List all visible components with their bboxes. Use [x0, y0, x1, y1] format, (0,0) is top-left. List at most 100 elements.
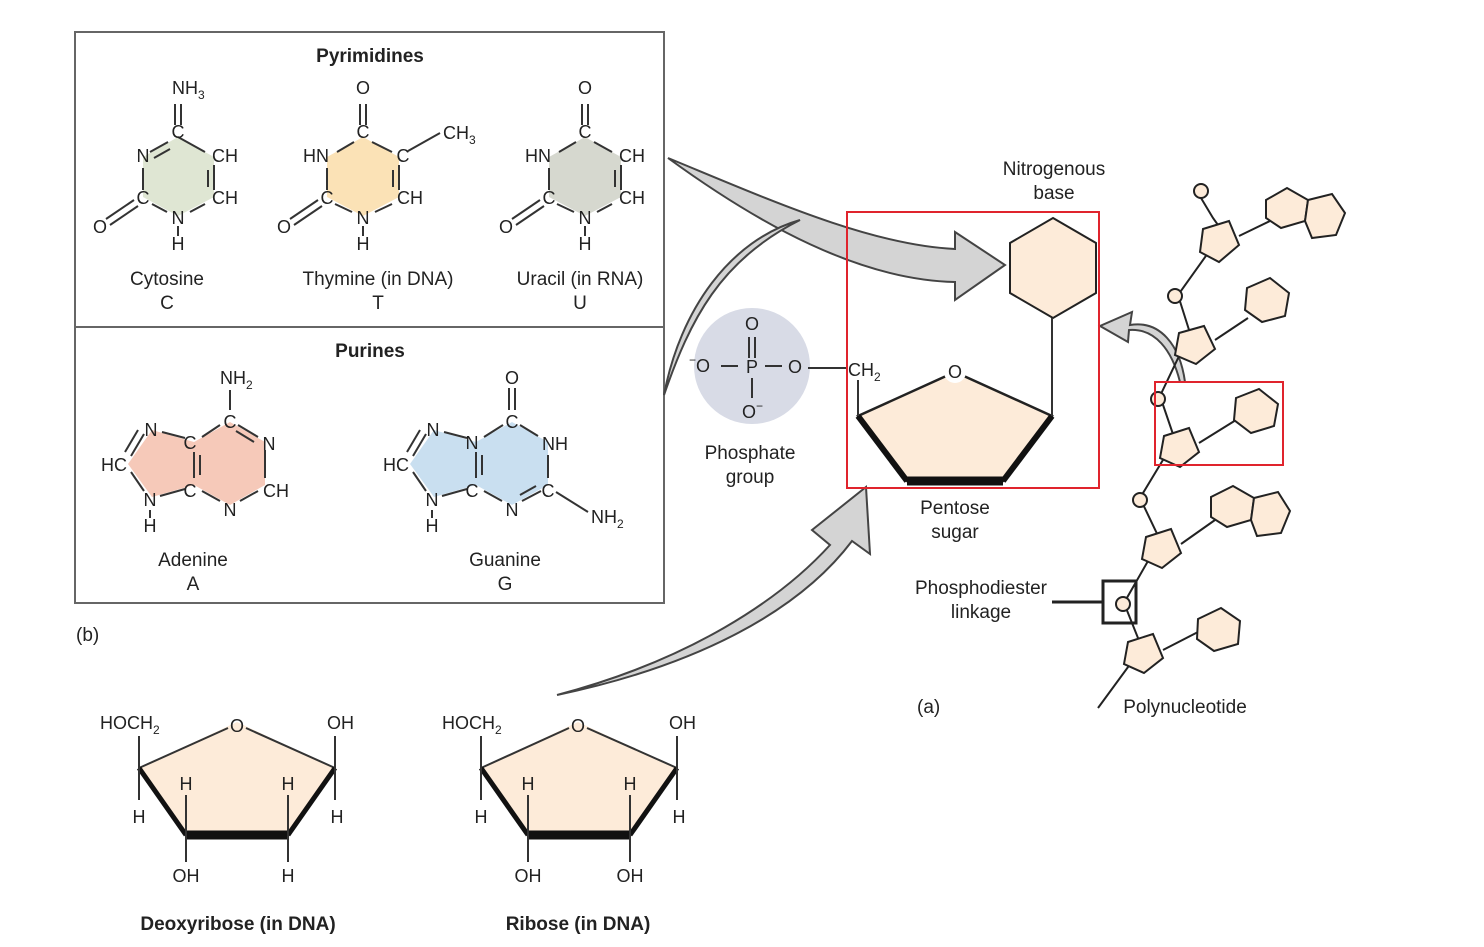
base-hexagon [1009, 216, 1097, 320]
cytosine-nh3: NH3 [172, 78, 205, 102]
strand-sugar [1198, 219, 1241, 264]
phosphate-arrow [663, 219, 801, 396]
phosphate-o-minus: O− [742, 399, 763, 422]
atom-h: H [426, 516, 439, 536]
atom-n: N [144, 490, 157, 510]
purines-title: Purines [335, 341, 405, 362]
atom-o: O [505, 368, 519, 388]
nucleotide-highlight-box [846, 211, 1100, 489]
deoxyribose-ring [139, 722, 335, 835]
thymine-name: Thymine (in DNA) [303, 269, 454, 290]
guanine-six-ring [476, 422, 548, 505]
ribose-oh-bottom-left: OH [515, 866, 542, 886]
atom-o: O [356, 78, 370, 98]
adenine-nh2: NH2 [220, 368, 253, 392]
cytosine-structure: NH3 C N CH CH C N H O Cytosine C [93, 78, 238, 314]
atom-nh: NH [542, 434, 568, 454]
ribose-ring [481, 722, 677, 835]
phosphate-o-minus: −O [689, 353, 710, 376]
atom-c: C [579, 122, 592, 142]
strand-highlight-box [1154, 381, 1284, 466]
polynucleotide-label: Polynucleotide [1123, 697, 1247, 718]
atom-n: N [172, 208, 185, 228]
atom-h: H [673, 807, 686, 827]
ring-right-edge [1000, 414, 1055, 483]
atom-ch: CH [263, 481, 289, 501]
ring-oxygen: O [230, 716, 244, 736]
atom-h: H [522, 774, 535, 794]
base-label-2: base [1033, 183, 1074, 204]
atom-h: H [579, 234, 592, 254]
strand-base [1265, 186, 1310, 230]
adenine-five-ring [128, 430, 194, 497]
ring-left-edge [855, 414, 910, 483]
strand-phosphate [1193, 183, 1209, 199]
atom-h: H [357, 234, 370, 254]
strand-sugar [1122, 632, 1165, 675]
atom-c: C [224, 412, 237, 432]
atom-h: H [331, 807, 344, 827]
ribose-hoch2: HOCH2 [442, 713, 502, 737]
atom-o: O [788, 357, 802, 377]
uracil-structure: O C HN CH CH C N H O Uracil (in RNA) U [499, 78, 645, 314]
atom-h: H [144, 516, 157, 536]
nucleotide-structure: O −O P O O− Phosphate group O CH2 Nitrog… [689, 159, 1105, 543]
phosphodiester-label-2: linkage [951, 602, 1011, 623]
atom-ch: CH [397, 188, 423, 208]
uracil-letter: U [573, 293, 587, 314]
atom-h: H [172, 234, 185, 254]
strand-phosphate [1167, 288, 1183, 304]
strand-sugar [1173, 324, 1217, 366]
atom-h: H [624, 774, 637, 794]
atom-c: C [542, 481, 555, 501]
cytosine-letter: C [160, 293, 174, 314]
atom-n: N [466, 433, 479, 453]
deoxyribose-structure: O HOCH2 OH H H H H OH H Deoxyribose (in … [100, 713, 354, 935]
atom-o: O [745, 314, 759, 334]
thymine-ring [327, 137, 399, 216]
purines-box [74, 326, 665, 604]
pyrimidines-title: Pyrimidines [316, 46, 424, 67]
strand-phosphate [1115, 596, 1131, 612]
guanine-name: Guanine [469, 550, 541, 571]
atom-n: N [506, 500, 519, 520]
strand-sugar [1140, 527, 1183, 570]
atom-c: C [184, 481, 197, 501]
atom-c: C [172, 122, 185, 142]
guanine-structure: O C NH C N C N N HC N H NH2 Guanine G [383, 368, 624, 595]
uracil-ring [549, 137, 621, 216]
atom-p: P [746, 357, 758, 377]
base-label-1: Nitrogenous [1003, 159, 1105, 180]
atom-o: O [578, 78, 592, 98]
strand-base [1243, 276, 1291, 324]
sugar-arrow [556, 485, 872, 696]
atom-n: N [426, 490, 439, 510]
atom-c: C [543, 188, 556, 208]
base-arrow [667, 157, 1007, 302]
phosphate-label-2: group [726, 467, 775, 488]
deoxyribose-name: Deoxyribose (in DNA) [140, 914, 335, 935]
thymine-ch3: CH3 [443, 123, 476, 147]
atom-n: N [263, 434, 276, 454]
atom-n: N [145, 420, 158, 440]
atom-o: O [277, 217, 291, 237]
ring-oxygen-bg [944, 361, 966, 383]
ribose-oh-top: OH [669, 713, 696, 733]
ring-oxygen: O [571, 716, 585, 736]
atom-h: H [475, 807, 488, 827]
phosphodiester-label-1: Phosphodiester [915, 578, 1048, 599]
deoxyribose-hoch2: HOCH2 [100, 713, 160, 737]
strand-sugar [1158, 426, 1201, 469]
atom-ch: CH [212, 188, 238, 208]
atom-hn: HN [525, 146, 551, 166]
atom-h: H [133, 807, 146, 827]
atom-hc: HC [383, 455, 409, 475]
deoxyribose-oh-bottom: OH [173, 866, 200, 886]
atom-n: N [357, 208, 370, 228]
guanine-five-ring [410, 430, 476, 497]
adenine-name: Adenine [158, 550, 228, 571]
ribose-structure: O HOCH2 OH H H H H OH OH Ribose (in DNA) [442, 713, 696, 935]
strand-base [1210, 484, 1256, 529]
atom-h: H [282, 774, 295, 794]
atom-hc: HC [101, 455, 127, 475]
